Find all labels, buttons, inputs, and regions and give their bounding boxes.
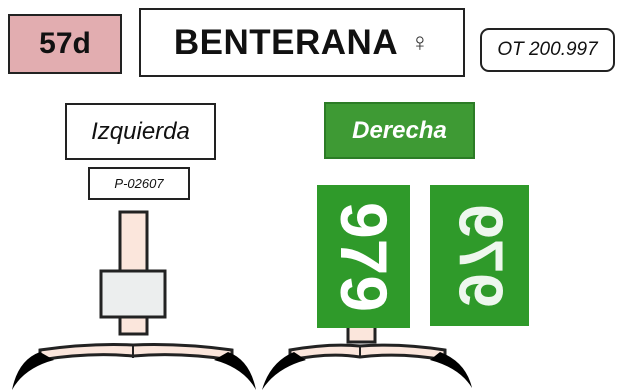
ring-code-box: P-02607 xyxy=(88,167,190,200)
right-claw-right xyxy=(430,352,472,388)
green-tag-back: 979 xyxy=(430,185,529,326)
female-symbol-icon: ♀ xyxy=(410,27,431,57)
ring-code: P-02607 xyxy=(114,176,164,191)
green-tag-front: 979 xyxy=(317,185,410,328)
tag-number: 979 xyxy=(326,201,401,312)
right-leg-label-box: Derecha xyxy=(324,102,475,159)
tag-number-back: 979 xyxy=(445,203,514,308)
left-claw xyxy=(12,352,54,390)
bird-code: 57d xyxy=(39,27,91,60)
left-leg xyxy=(12,210,256,390)
bird-name: BENTERANA xyxy=(173,22,399,62)
left-leg-label: Izquierda xyxy=(91,117,190,145)
right-leg-label: Derecha xyxy=(352,116,447,144)
ot-number: OT 200.997 xyxy=(497,39,598,60)
ot-number-box: OT 200.997 xyxy=(480,28,615,72)
bird-code-box: 57d xyxy=(8,14,122,74)
left-claw-right xyxy=(214,352,256,390)
bird-name-box: BENTERANA ♀ xyxy=(139,8,465,77)
left-leg-label-box: Izquierda xyxy=(65,103,216,160)
metal-ring xyxy=(99,269,167,319)
right-claw xyxy=(262,352,306,390)
